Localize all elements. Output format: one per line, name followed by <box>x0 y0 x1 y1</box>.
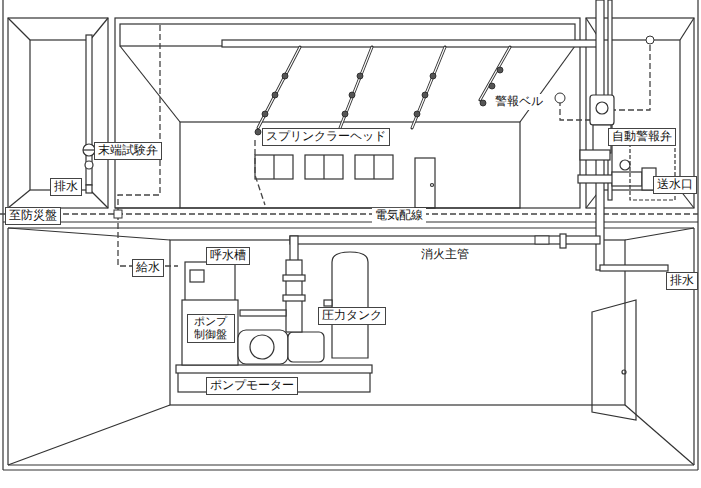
part-label: 電気配線 <box>372 208 426 224</box>
part-label: 排水 <box>50 178 82 196</box>
part-label: スプリンクラーヘッド <box>262 128 390 146</box>
part-label: 末端試験弁 <box>94 142 162 160</box>
part-label: 排水 <box>666 272 698 290</box>
part-label: 至防災盤 <box>5 207 61 225</box>
part-label: 給水 <box>132 259 164 277</box>
part-label: 送水口 <box>653 176 697 194</box>
part-label: 呼水槽 <box>206 247 250 265</box>
part-label: 消火主管 <box>418 247 472 263</box>
part-label: 警報ベル <box>492 94 546 110</box>
part-label: ポンプ 制御盤 <box>187 314 235 343</box>
part-label: 圧力タンク <box>318 307 386 325</box>
part-label: ポンプモーター <box>206 377 298 395</box>
part-label: 自動警報弁 <box>608 128 676 146</box>
